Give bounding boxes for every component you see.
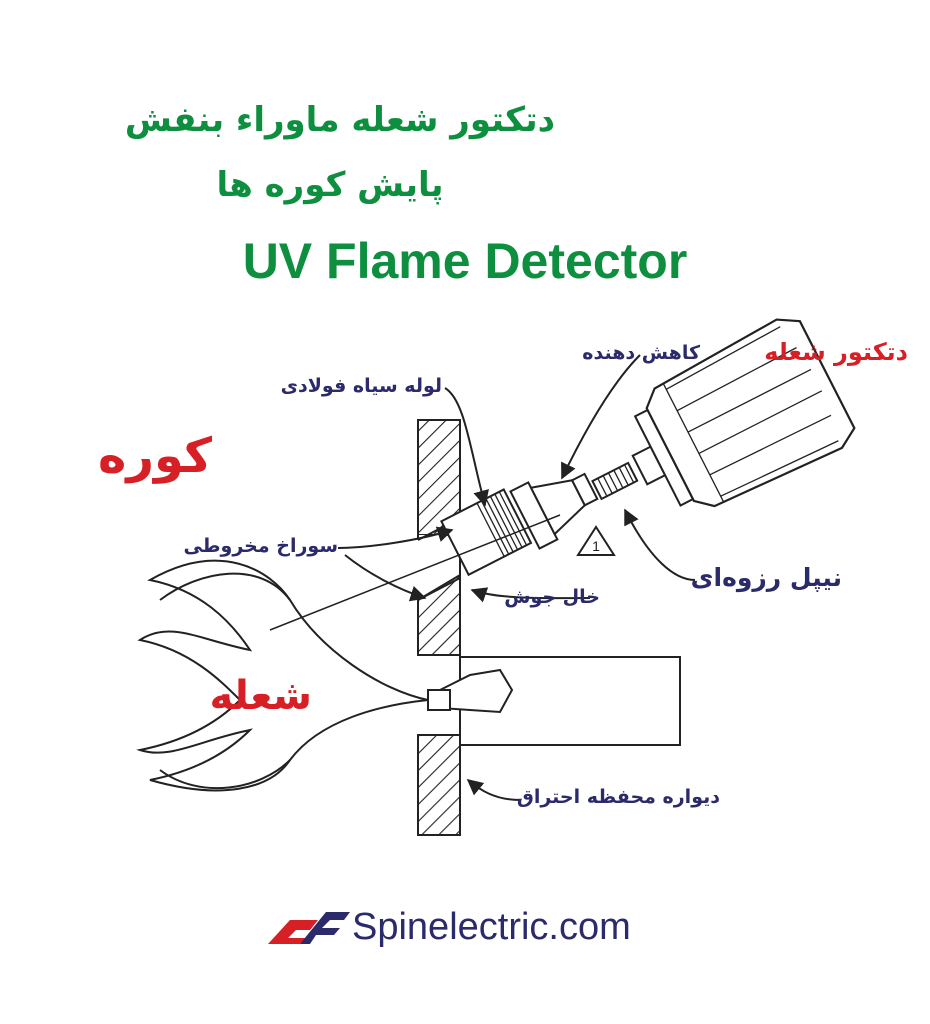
title-line-2: پایش کوره ها xyxy=(216,165,444,205)
leader-lines xyxy=(337,354,696,801)
title-line-1: دتکتور شعله ماوراء بنفش xyxy=(124,100,556,140)
flame-detector-body xyxy=(631,318,856,508)
label-conical-hole: سوراخ مخروطی xyxy=(183,535,338,557)
threaded-nipple xyxy=(591,461,639,501)
burner-assembly xyxy=(427,656,681,746)
label-steel-pipe: لوله سیاه فولادی xyxy=(280,375,442,397)
label-furnace: کوره xyxy=(98,428,212,484)
brand-name: Spinelectric.com xyxy=(352,906,631,948)
label-chamber-wall: دیواره محفظه احتراق xyxy=(516,786,720,808)
title-english: UV Flame Detector xyxy=(242,233,688,289)
reducer xyxy=(509,472,599,550)
note-triangle-marker: 1 xyxy=(576,525,616,556)
combustion-chamber-wall xyxy=(417,419,461,836)
label-reducer: کاهش دهنده xyxy=(582,342,700,364)
label-flame-detector: دتکتور شعله xyxy=(764,338,908,366)
flame xyxy=(136,559,429,792)
sight-line xyxy=(269,514,561,631)
label-flame: شعله xyxy=(209,673,313,719)
spinelectric-logo xyxy=(268,912,350,944)
note-number: 1 xyxy=(592,538,600,554)
label-weld-spot: خال جوش xyxy=(504,586,600,608)
label-threaded-nipple: نیپل رزوه‌ای xyxy=(690,563,842,592)
